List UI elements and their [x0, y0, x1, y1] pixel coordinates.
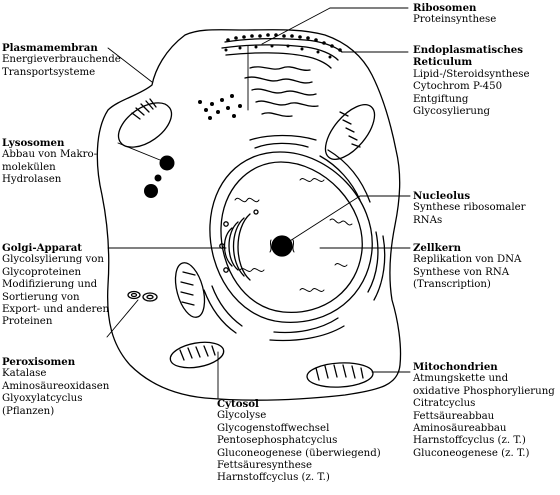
label-zellkern: Zellkern Replikation von DNA Synthese vo… [413, 242, 521, 292]
mitochondrion-3 [174, 262, 206, 318]
label-golgi-title: Golgi-Apparat [2, 242, 83, 254]
label-peroxisomen-line: Aminosäureoxidasen [2, 380, 110, 392]
endoplasmic-reticulum-smooth [244, 66, 319, 117]
label-nucleolus-line: RNAs [413, 214, 443, 226]
label-ribosomen-title: Ribosomen [413, 2, 477, 14]
label-plasmamembran: Plasmamembran Energieverbrauchende Trans… [2, 42, 121, 79]
label-nucleolus-line: Synthese ribosomaler [413, 202, 526, 214]
label-zellkern-title: Zellkern [413, 242, 461, 254]
label-plasmamembran-title: Plasmamembran [2, 42, 98, 54]
ribosome-dots [224, 33, 342, 59]
chromatin [234, 178, 353, 292]
label-zellkern-line: Synthese von RNA [413, 266, 510, 278]
label-lysosomen: Lysosomen Abbau von Makro- molekülen Hyd… [2, 137, 97, 187]
label-cytosol-title: Cytosol [217, 398, 259, 410]
peroxisomes [127, 290, 158, 302]
label-lysosomen-line: Hydrolasen [2, 174, 62, 186]
mitochondrion-2 [324, 104, 376, 160]
label-golgi-line: Glycolsylierung von [2, 254, 104, 266]
label-mitochondrien-line: oxidative Phosphorylierung [413, 385, 555, 397]
label-peroxisomen-line: Katalase [2, 368, 47, 380]
nuclear-er-cisternae [203, 134, 386, 342]
label-ribosomen-line: Proteinsynthese [413, 14, 497, 26]
label-plasmamembran-line: Transportsysteme [2, 66, 96, 78]
label-plasmamembran-line: Energieverbrauchende [2, 54, 121, 66]
label-cytosol-line: Glycolyse [217, 410, 267, 422]
label-mitochondrien-line: Fettsäureabbau [413, 410, 495, 422]
cell-membrane [96, 29, 402, 401]
label-cytosol-line: Pentosephosphatcyclus [217, 435, 338, 447]
polysomes [198, 94, 242, 120]
label-lysosomen-line: molekülen [2, 161, 56, 173]
label-mitochondrien-line: Gluconeogenese (z. T.) [413, 447, 530, 459]
label-er-title-2: Reticulum [413, 56, 473, 69]
label-golgi-line: Modifizierung und [2, 279, 98, 291]
leader-lines [106, 7, 411, 399]
label-cytosol-line: Gluconeogenese (überwiegend) [217, 447, 381, 459]
label-lysosomen-line: Abbau von Makro- [2, 149, 98, 161]
label-mitochondrien-line: Aminosäureabbau [413, 423, 507, 435]
label-nucleolus-title: Nucleolus [413, 190, 471, 202]
label-er-line: Glycosylierung [413, 106, 491, 118]
label-mitochondrien-line: Harnstoffcyclus (z. T.) [413, 435, 526, 447]
label-peroxisomen-line: Glyoxylatcyclus [2, 393, 83, 405]
label-ribosomen: Ribosomen Proteinsynthese [413, 2, 496, 27]
label-peroxisomen: Peroxisomen Katalase Aminosäureoxidasen … [2, 356, 109, 418]
label-golgi-line: Proteinen [2, 316, 53, 328]
label-mitochondrien-line: Atmungskette und [413, 373, 509, 385]
label-golgi-line: Export- und anderen [2, 304, 110, 316]
label-nucleolus: Nucleolus Synthese ribosomaler RNAs [413, 190, 526, 227]
label-mitochondrien: Mitochondrien Atmungskette und oxidative… [413, 361, 555, 460]
golgi-apparatus [219, 209, 259, 281]
label-golgi: Golgi-Apparat Glycolsylierung von Glycop… [2, 242, 109, 329]
label-zellkern-line: (Transcription) [413, 279, 491, 291]
mitochondrion-4 [169, 341, 225, 369]
mitochondrion-1 [117, 98, 173, 148]
label-er-line: Cytochrom P-450 [413, 81, 503, 93]
label-er: Endoplasmatisches Reticulum Lipid-/Stero… [413, 44, 530, 118]
label-mitochondrien-title: Mitochondrien [413, 361, 498, 373]
nuclear-envelope [209, 151, 373, 323]
lysosomes [144, 155, 175, 198]
label-mitochondrien-line: Citratcyclus [413, 398, 476, 410]
label-lysosomen-title: Lysosomen [2, 137, 65, 149]
label-cytosol-line: Harnstoffcyclus (z. T.) [217, 472, 330, 484]
label-er-line: Lipid-/Steroidsynthese [413, 68, 530, 80]
label-cytosol: Cytosol Glycolyse Glycogenstoffwechsel P… [217, 398, 381, 485]
label-cytosol-line: Glycogenstoffwechsel [217, 422, 330, 434]
label-golgi-line: Sortierung von [2, 291, 80, 303]
mitochondrion-5 [306, 362, 374, 388]
label-peroxisomen-line: (Pflanzen) [2, 405, 55, 417]
label-cytosol-line: Fettsäuresynthese [217, 460, 312, 472]
label-golgi-line: Glycoproteinen [2, 266, 82, 278]
label-er-title-1: Endoplasmatisches [413, 44, 523, 56]
label-zellkern-line: Replikation von DNA [413, 254, 522, 266]
label-er-line: Entgiftung [413, 93, 469, 105]
label-peroxisomen-title: Peroxisomen [2, 356, 76, 368]
